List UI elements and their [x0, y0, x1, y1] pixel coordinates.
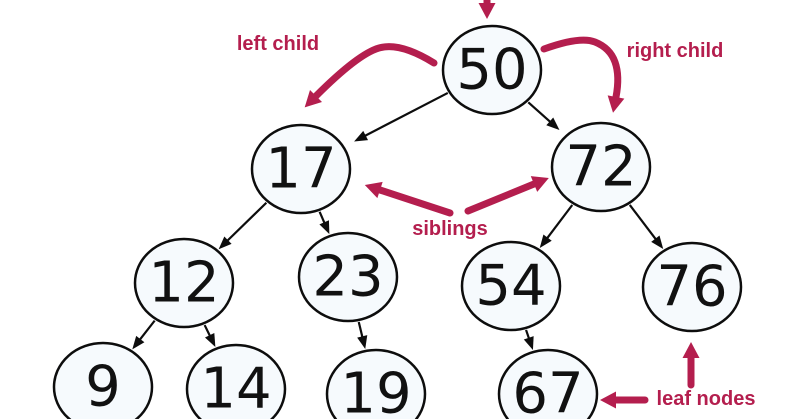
annotation-siblings: siblings — [412, 218, 488, 240]
node-circle-23 — [297, 231, 399, 323]
right-child-arrow-head — [607, 95, 625, 113]
edge-arrowhead-12-9 — [132, 335, 145, 350]
node-value-67: 67 — [512, 362, 583, 419]
annotation-right-child: right child — [627, 40, 724, 62]
annotation-leaf-nodes: leaf nodes — [657, 388, 756, 410]
node-value-17: 17 — [265, 137, 336, 202]
tree-edges-layer — [132, 91, 664, 351]
annotation-arrows-layer — [304, 0, 700, 409]
tree-nodes-layer: 50 17 72 12 23 54 76 9 14 19 67 — [52, 24, 743, 419]
node-circle-19 — [325, 348, 427, 419]
node-value-23: 23 — [312, 245, 383, 310]
node-value-50: 50 — [456, 38, 527, 103]
node-value-72: 72 — [565, 135, 636, 200]
node-value-76: 76 — [656, 255, 727, 320]
node-value-14: 14 — [200, 357, 271, 419]
siblings-right-arrow-head — [530, 176, 549, 192]
edge-arrowhead-72-76 — [651, 235, 664, 250]
edge-arrowhead-54-67 — [523, 336, 534, 351]
leaf-nodes-up-arrow-head — [682, 342, 700, 358]
node-value-12: 12 — [148, 251, 219, 316]
node-circle-12 — [133, 237, 235, 329]
node-circle-67 — [497, 348, 599, 419]
node-circle-50 — [441, 24, 543, 116]
annotation-labels-layer: left child right child siblings leaf nodes — [237, 33, 756, 410]
node-value-9: 9 — [85, 355, 121, 419]
edge-arrowhead-23-19 — [357, 335, 368, 350]
siblings-right-arrow-shaft — [464, 180, 538, 215]
annotation-left-child: left child — [237, 33, 319, 55]
edge-arrowhead-17-12 — [218, 236, 232, 250]
node-circle-54 — [460, 240, 562, 332]
leaf-nodes-left-arrow-head — [600, 391, 616, 409]
edge-17-12 — [225, 201, 268, 244]
siblings-left-arrow-shaft — [376, 186, 454, 217]
left-child-arrow-head — [304, 89, 323, 108]
node-value-19: 19 — [340, 362, 411, 419]
edge-72-76 — [628, 204, 659, 242]
siblings-left-arrow-head — [364, 181, 383, 199]
root-entry-arrow-head — [478, 3, 496, 19]
right-child-arrow-shaft — [540, 36, 622, 101]
node-circle-72 — [550, 121, 652, 213]
edge-arrowhead-50-72 — [546, 117, 560, 131]
edge-arrowhead-17-23 — [319, 220, 330, 235]
edge-12-9 — [137, 319, 156, 343]
edge-arrowhead-50-17 — [354, 130, 369, 142]
node-circle-17 — [250, 123, 352, 215]
node-value-54: 54 — [475, 254, 546, 319]
edge-72-54 — [544, 204, 574, 241]
node-circle-76 — [641, 241, 743, 333]
node-circle-14 — [185, 343, 287, 419]
edge-50-17 — [362, 91, 449, 138]
left-child-arrow-shaft — [312, 43, 438, 100]
edge-arrowhead-72-54 — [539, 234, 552, 249]
edge-arrowhead-12-14 — [204, 332, 216, 347]
node-circle-9 — [52, 341, 154, 419]
edge-50-72 — [527, 101, 553, 125]
